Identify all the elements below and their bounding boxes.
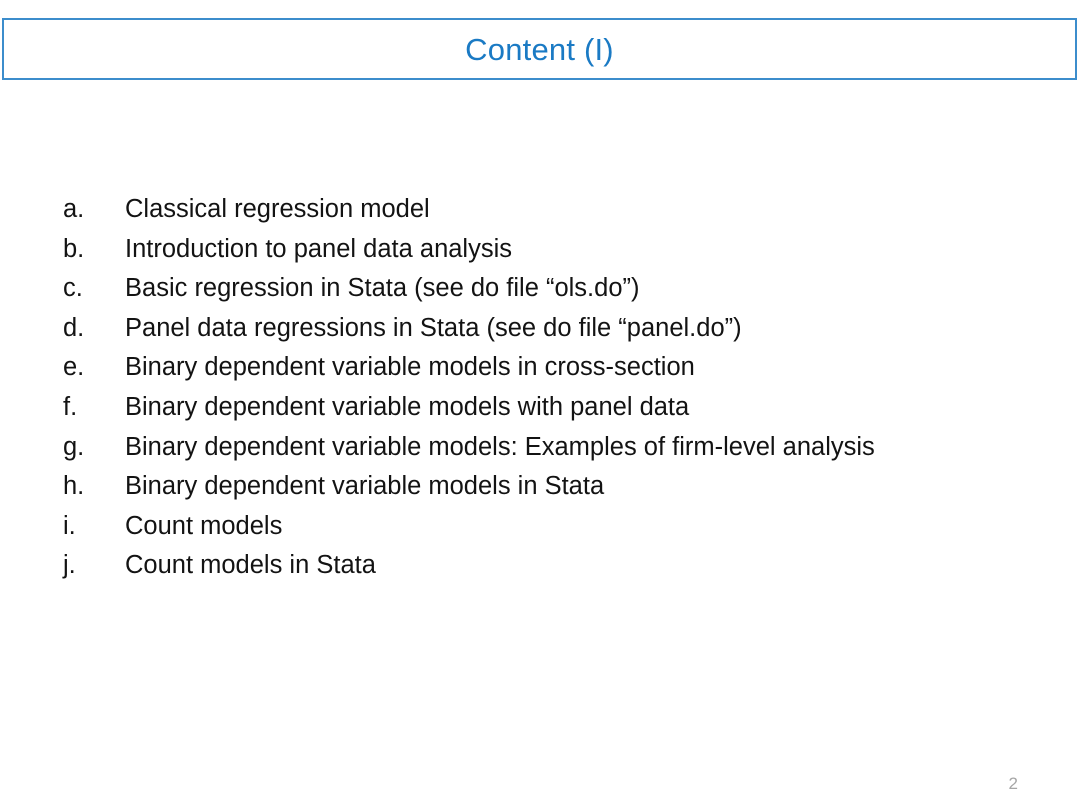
- list-item-label: Binary dependent variable models: Exampl…: [125, 432, 875, 461]
- list-item-marker: b.: [63, 234, 85, 263]
- page-number: 2: [1008, 774, 1018, 793]
- list-item: c. Basic regression in Stata (see do fil…: [63, 269, 1023, 309]
- list-item-marker: f.: [63, 392, 78, 421]
- list-item-label: Basic regression in Stata (see do file “…: [125, 274, 640, 303]
- list-item: f. Binary dependent variable models with…: [63, 388, 1023, 428]
- list-item-label: Classical regression model: [125, 195, 430, 223]
- list-item-marker: j.: [63, 551, 76, 580]
- list-item: d. Panel data regressions in Stata (see …: [63, 309, 1023, 349]
- list-item-marker: i.: [63, 511, 76, 540]
- list-item-marker: d.: [63, 313, 85, 342]
- list-item-marker: a.: [63, 195, 85, 223]
- list-item: g. Binary dependent variable models: Exa…: [63, 428, 1023, 468]
- list-item-label: Introduction to panel data analysis: [125, 234, 513, 263]
- list-item-marker: g.: [63, 432, 85, 461]
- list-item: b. Introduction to panel data analysis: [63, 230, 1023, 270]
- list-item-label: Count models in Stata: [125, 551, 376, 580]
- list-item: i. Count models: [63, 507, 1023, 547]
- list-item-label: Count models: [125, 511, 283, 540]
- list-item: h. Binary dependent variable models in S…: [63, 467, 1023, 507]
- list-item: a. Classical regression model: [63, 190, 1023, 230]
- list-item: j. Count models in Stata: [63, 546, 1023, 586]
- list-item-marker: c.: [63, 274, 83, 303]
- slide-title-box: Content (I): [2, 18, 1077, 80]
- list-item-label: Binary dependent variable models in Stat…: [125, 472, 605, 501]
- list-item-label: Binary dependent variable models in cros…: [125, 353, 695, 382]
- list-item-marker: e.: [63, 353, 85, 382]
- list-item-marker: h.: [63, 472, 85, 501]
- list-item-label: Panel data regressions in Stata (see do …: [125, 313, 742, 342]
- list-item-label: Binary dependent variable models with pa…: [125, 392, 690, 421]
- page-title: Content (I): [465, 31, 614, 67]
- content-list: a. Classical regression model b. Introdu…: [63, 190, 1023, 586]
- list-item: e. Binary dependent variable models in c…: [63, 348, 1023, 388]
